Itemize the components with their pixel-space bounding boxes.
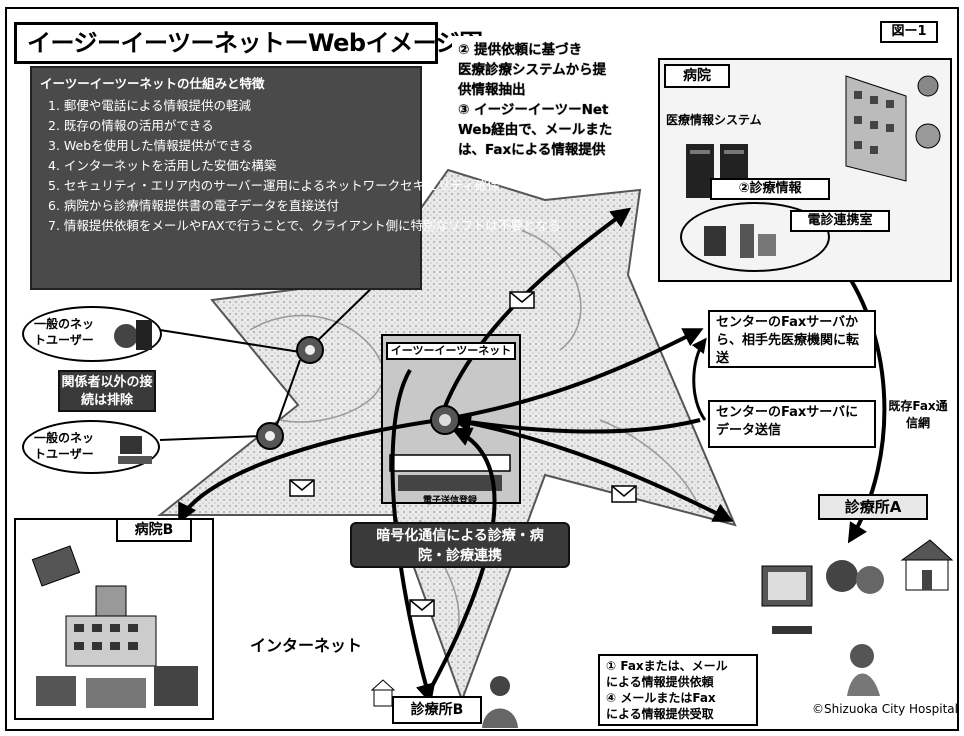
page-title: イージーイーツーネットーWebイメージ図 xyxy=(14,22,483,64)
request-line: による情報提供受取 xyxy=(606,707,714,721)
request-line: ④ メールまたはFax xyxy=(606,691,716,705)
computer-user-icon xyxy=(118,436,152,464)
copyright-text: ©Shizuoka City Hospital xyxy=(811,702,958,716)
server-sub-label: 電子送信登録 xyxy=(422,496,477,506)
step-line: ③ イージーイーツーNet xyxy=(458,102,609,118)
block-note: 関係者以外の接続は排除 xyxy=(58,370,156,412)
referral-ellipse xyxy=(680,202,830,272)
features-list: 1. 郵便や電話による情報提供の軽減 2. 既存の情報の活用ができる 3. We… xyxy=(40,96,561,236)
mail-envelopes xyxy=(289,291,637,617)
fax-line-label: 既存Fax通信網 xyxy=(888,399,948,430)
net-user-bubble: 一般のネットユーザー xyxy=(22,306,162,362)
steps-note: ② 提供依頼に基づき 医療診療システムから提 供情報抽出 ③ イージーイーツーN… xyxy=(452,36,638,162)
features-panel: イーツーイーツーネットの仕組みと特徴 1. 郵便や電話による情報提供の軽減 2.… xyxy=(30,66,561,290)
record-label: ②診療情報 xyxy=(710,178,830,200)
computer-user-icon xyxy=(114,320,152,350)
net-user-label: 一般のネットユーザー xyxy=(34,431,95,461)
fax-send-note: センターのFaxサーバにデータ送信 xyxy=(708,400,876,448)
step-line: ② 提供依頼に基づき xyxy=(458,42,583,58)
hospital-label: 病院 xyxy=(664,64,730,88)
step-line: は、Faxによる情報提供 xyxy=(458,142,606,158)
hospital-b-panel: 病院B xyxy=(14,518,214,720)
feature-item: 1. 郵便や電話による情報提供の軽減 xyxy=(48,98,252,113)
feature-item: 4. インターネットを活用した安価な構築 xyxy=(48,158,277,173)
step-line: Web経由で、メールまた xyxy=(458,122,613,138)
net-user-label: 一般のネットユーザー xyxy=(34,317,95,347)
net-user-bubble: 一般のネットユーザー xyxy=(22,420,160,474)
feature-item: 2. 既存の情報の活用ができる xyxy=(48,118,214,133)
frame xyxy=(5,7,959,731)
feature-item: 5. セキュリティ・エリア内のサーバー運用によるネットワークセキュリティ確保 xyxy=(48,178,500,193)
fax-machine-icon xyxy=(704,224,776,258)
feature-item: 6. 病院から診療情報提供書の電子データを直接送付 xyxy=(48,198,339,213)
server-label: イーツーイーツーネット xyxy=(386,342,516,360)
step-line: 供情報抽出 xyxy=(458,82,526,98)
medical-system-label: 医療情報システム xyxy=(666,113,762,127)
hospital-panel: 病院 医療情報システム ②診療情報 電診連携室 xyxy=(658,58,952,282)
user-links xyxy=(159,279,381,441)
referral-office-label: 電診連携室 xyxy=(790,210,890,232)
doctor-icon xyxy=(482,676,518,728)
features-heading: イーツーイーツーネットの仕組みと特徴 xyxy=(40,76,265,91)
server-hub-icon xyxy=(430,405,460,435)
request-note: ① Faxまたは、メール による情報提供依頼 ④ メールまたはFax による情報… xyxy=(598,654,758,726)
firewall-gateways xyxy=(256,336,324,450)
clinic-a-label: 診療所A xyxy=(818,494,928,520)
hospital-b-label: 病院B xyxy=(116,518,192,542)
step-line: 医療診療システムから提 xyxy=(458,62,607,78)
clinic-b-label: 診療所B xyxy=(392,696,482,724)
center-note: 暗号化通信による診療・病院・診療連携 xyxy=(350,522,570,568)
clinic-house-icon xyxy=(370,679,396,707)
clinic-a-panel xyxy=(742,520,956,726)
fax-forward-note: センターのFaxサーバから、相手先医療機関に転送 xyxy=(708,310,876,368)
hospital-building-icon xyxy=(845,75,941,182)
internet-label: インターネット xyxy=(250,636,363,655)
feature-item: 3. Webを使用した情報提供ができる xyxy=(48,138,254,153)
clinic-a-illustration xyxy=(761,539,954,696)
figure-number: 図ー1 xyxy=(880,21,938,43)
feature-item: 7. 情報提供依頼をメールやFAXで行うことで、クライアント側に特別なソフトは不… xyxy=(48,218,561,233)
request-line: ① Faxまたは、メール xyxy=(606,659,728,673)
request-line: による情報提供依頼 xyxy=(606,675,714,689)
hospital-b-illustration xyxy=(31,545,198,708)
